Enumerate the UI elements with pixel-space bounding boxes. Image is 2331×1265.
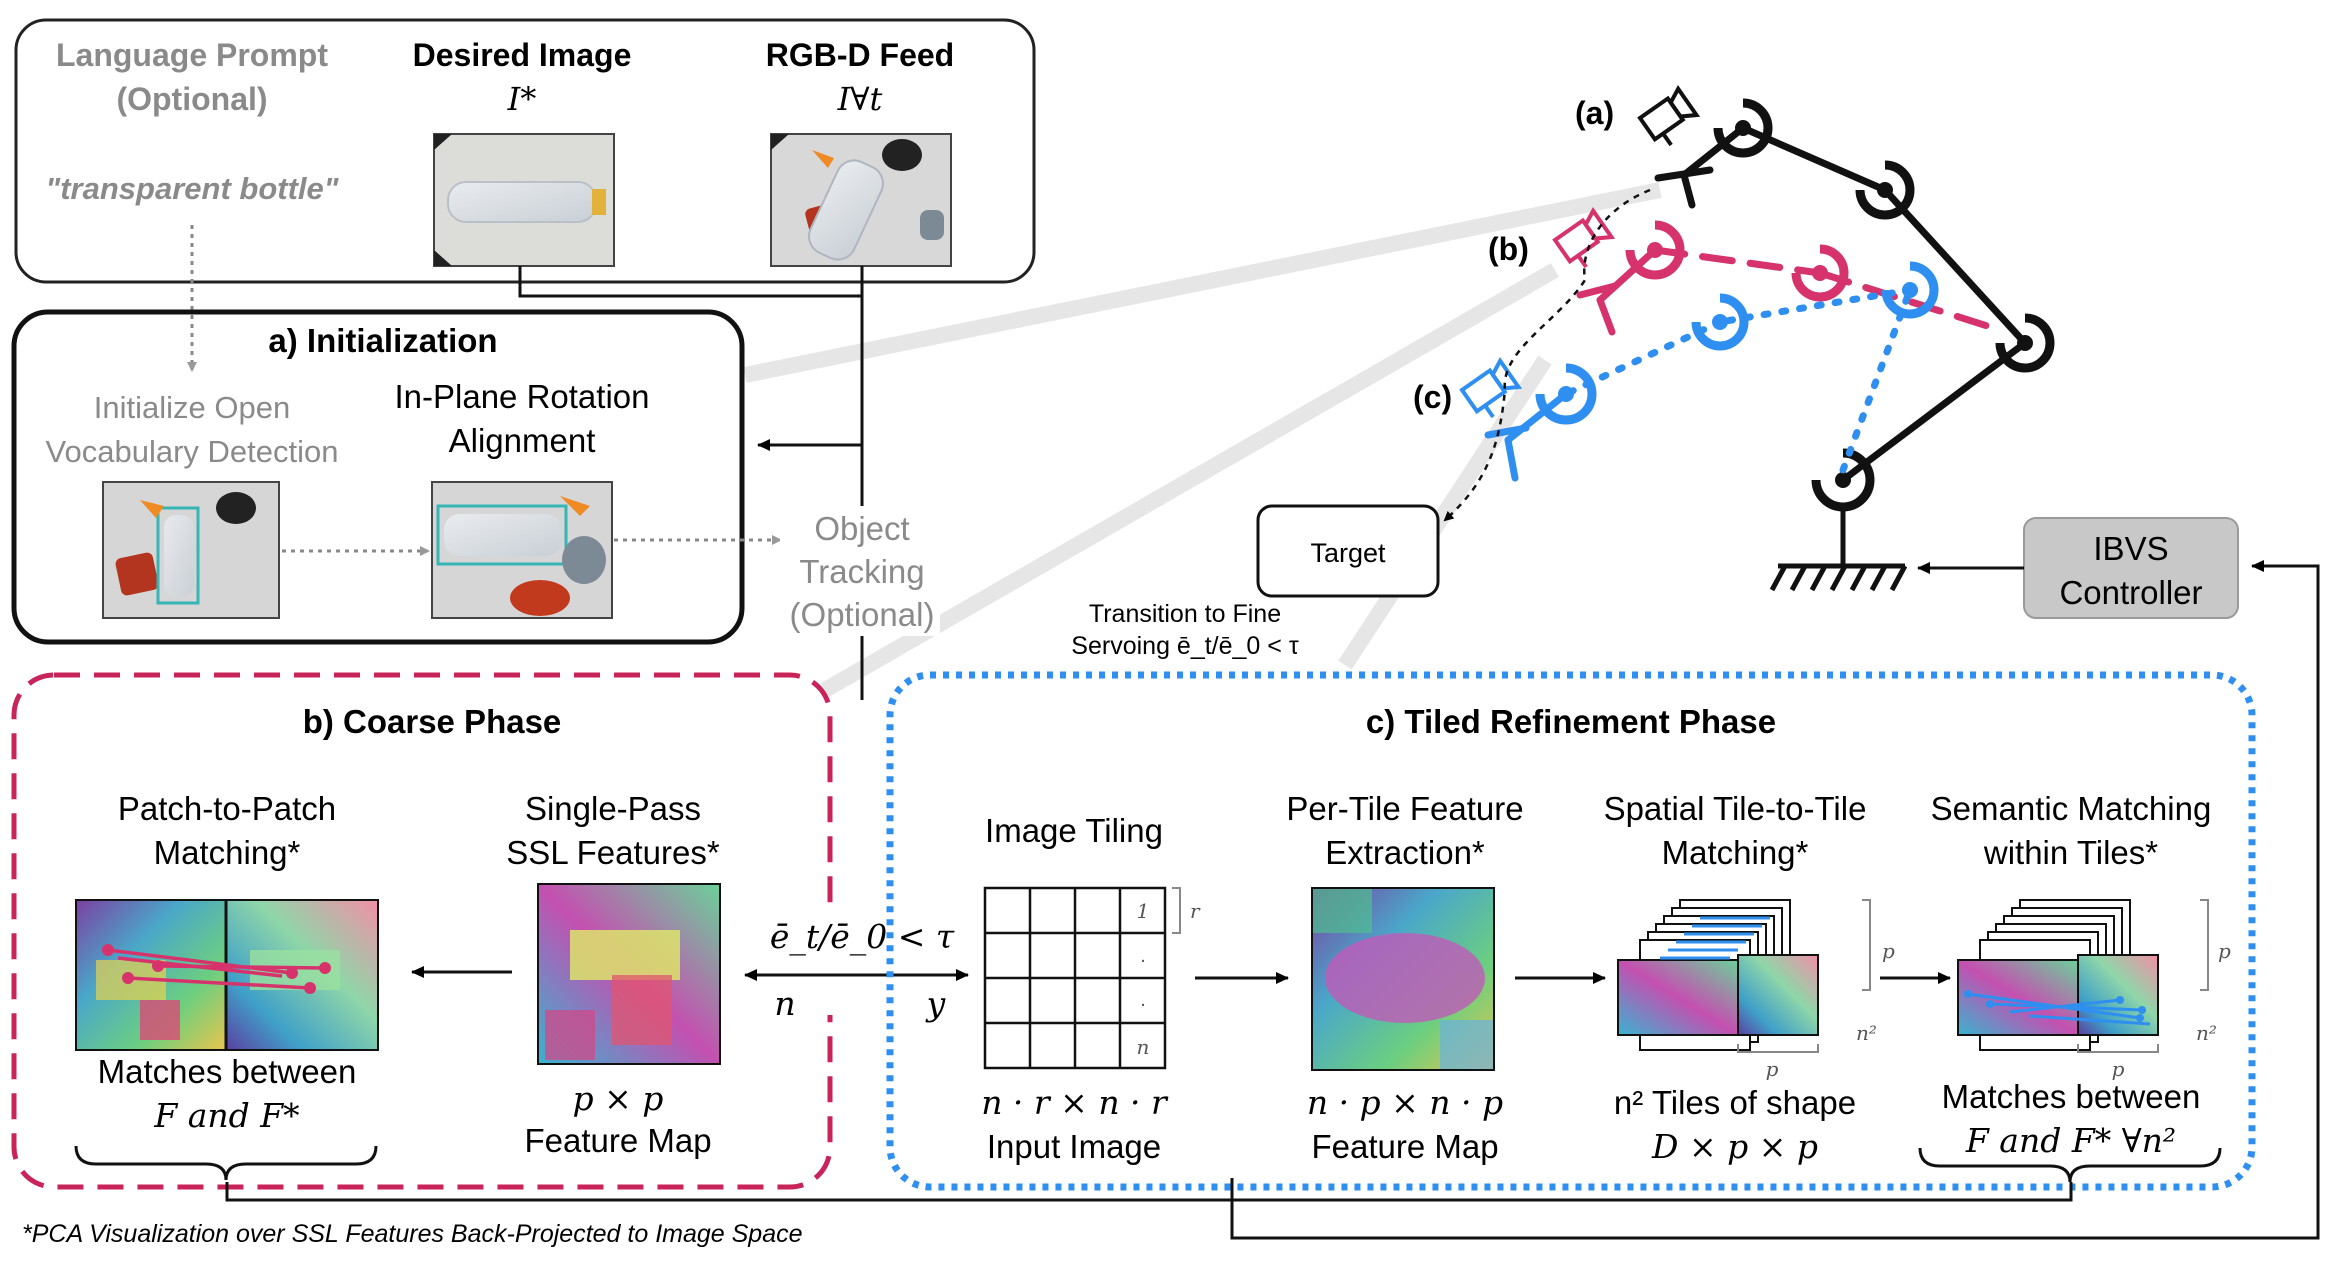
semantic-b1: Matches between	[1942, 1078, 2201, 1115]
desired-image-photo	[433, 133, 615, 267]
detection-photo	[102, 481, 280, 619]
tile-label-3: .	[1140, 989, 1146, 1011]
tracking-line2: Tracking	[799, 553, 924, 590]
tile-dim-r: r	[1190, 899, 1201, 923]
refine-title: c) Tiled Refinement Phase	[1366, 703, 1776, 740]
transition-line2: Servoing ē_t/ē_0 < τ	[1071, 632, 1299, 660]
phase-switch: ē_t/ē_0 < τ n y	[744, 905, 969, 1023]
init-step2-line2: Alignment	[449, 422, 596, 459]
spatial-b2: D × p × p	[1651, 1127, 1818, 1166]
tile-label-2: .	[1140, 945, 1146, 967]
target-label: Target	[1310, 538, 1386, 568]
spatial-b1: n² Tiles of shape	[1614, 1084, 1856, 1121]
spatial-line1: Spatial Tile-to-Tile	[1604, 790, 1867, 827]
tiling-line1: n · r × n · r	[981, 1083, 1169, 1122]
pose-b: (b)	[1488, 207, 2004, 336]
pertile-line1: Per-Tile Feature	[1286, 790, 1523, 827]
ibvs-line1: IBVS	[2093, 530, 2168, 567]
input-panel: Language Prompt (Optional) "transparent …	[14, 18, 1036, 284]
coarse-match-line1: Patch-to-Patch	[118, 790, 336, 827]
tiling-title: Image Tiling	[985, 812, 1163, 849]
tiling-grid	[983, 886, 1181, 1070]
switch-no: n	[774, 984, 795, 1023]
target-box: Target	[1256, 504, 1440, 598]
tile-label-1: 1	[1137, 899, 1150, 923]
semantic-dim-n2: n²	[2196, 1021, 2217, 1045]
language-prompt-optional: (Optional)	[116, 81, 267, 117]
pose-a-label: (a)	[1575, 95, 1614, 131]
robot-arm: (a) (b)	[1413, 85, 2055, 592]
tiling-line2: Input Image	[987, 1128, 1161, 1165]
ibvs-line2: Controller	[2059, 574, 2202, 611]
tile-label-n: n	[1137, 1035, 1150, 1059]
init-step1-line1: Initialize Open	[94, 390, 290, 425]
semantic-dim-p: p	[2218, 939, 2231, 963]
coarse-matches-line2: F and F*	[153, 1096, 299, 1135]
semantic-dim-p-bottom: p	[2112, 1057, 2125, 1081]
language-prompt-title: Language Prompt	[56, 37, 328, 73]
spatial-tile-stack: p p n²	[1617, 899, 1895, 1081]
pose-c-label: (c)	[1413, 379, 1452, 415]
spatial-dim-p: p	[1882, 939, 1895, 963]
refinement-phase-panel: c) Tiled Refinement Phase Image Tiling 1…	[886, 671, 2256, 1191]
footnote: *PCA Visualization over SSL Features Bac…	[22, 1220, 803, 1248]
init-step2-line1: In-Plane Rotation	[395, 378, 650, 415]
init-step1-line2: Vocabulary Detection	[46, 434, 339, 469]
semantic-b2: F and F* ∀n²	[1965, 1121, 2176, 1160]
pertile-b2: Feature Map	[1311, 1128, 1498, 1165]
matches-connector	[225, 1182, 2073, 1202]
coarse-feature-image	[537, 883, 721, 1065]
pertile-feature-image	[1311, 887, 1495, 1071]
ibvs-controller: IBVS Controller	[2023, 517, 2239, 619]
pose-a: (a)	[1575, 85, 2055, 512]
semantic-line1: Semantic Matching	[1931, 790, 2212, 827]
language-prompt-text: "transparent bottle"	[46, 171, 340, 206]
semantic-line2: within Tiles*	[1983, 834, 2158, 871]
coarse-matches-line1: Matches between	[98, 1053, 357, 1090]
transition-line1: Transition to Fine	[1089, 600, 1281, 628]
desired-image-symbol: I*	[507, 80, 537, 118]
coarse-brace	[74, 1145, 378, 1181]
spatial-dim-n2: n²	[1856, 1021, 1877, 1045]
robot-base	[1769, 505, 1908, 592]
feedback-loop	[1230, 560, 2320, 1240]
pertile-b1: n · p × n · p	[1307, 1083, 1503, 1122]
initialization-title: a) Initialization	[268, 322, 497, 359]
rgbd-feed-photo	[770, 133, 952, 267]
rgbd-title: RGB-D Feed	[766, 37, 954, 73]
spatial-dim-p-bottom: p	[1766, 1057, 1779, 1081]
coarse-map-line1: p × p	[573, 1079, 664, 1118]
tracking-line3: (Optional)	[790, 596, 935, 633]
coarse-map-line2: Feature Map	[524, 1122, 711, 1159]
switch-condition: ē_t/ē_0 < τ	[770, 917, 955, 957]
coarse-match-line2: Matching*	[154, 834, 301, 871]
initialization-panel: a) Initialization Initialize Open Vocabu…	[11, 309, 782, 645]
coarse-match-image	[75, 899, 379, 1051]
coarse-phase-panel: b) Coarse Phase Patch-to-Patch Matching*…	[11, 672, 833, 1190]
coarse-feat-line2: SSL Features*	[506, 834, 720, 871]
rgbd-symbol: I∀t	[837, 80, 883, 118]
object-tracking: Object Tracking (Optional)	[780, 506, 940, 636]
coarse-title: b) Coarse Phase	[303, 703, 562, 740]
pose-b-label: (b)	[1488, 231, 1529, 267]
spatial-line2: Matching*	[1662, 834, 1809, 871]
pertile-line2: Extraction*	[1325, 834, 1485, 871]
rotation-photo	[431, 481, 613, 619]
pose-c: (c)	[1413, 261, 1939, 482]
semantic-tile-stack: p p n²	[1957, 899, 2231, 1081]
desired-image-title: Desired Image	[413, 37, 632, 73]
switch-yes: y	[925, 984, 946, 1023]
coarse-feat-line1: Single-Pass	[525, 790, 701, 827]
tracking-line1: Object	[814, 510, 909, 547]
